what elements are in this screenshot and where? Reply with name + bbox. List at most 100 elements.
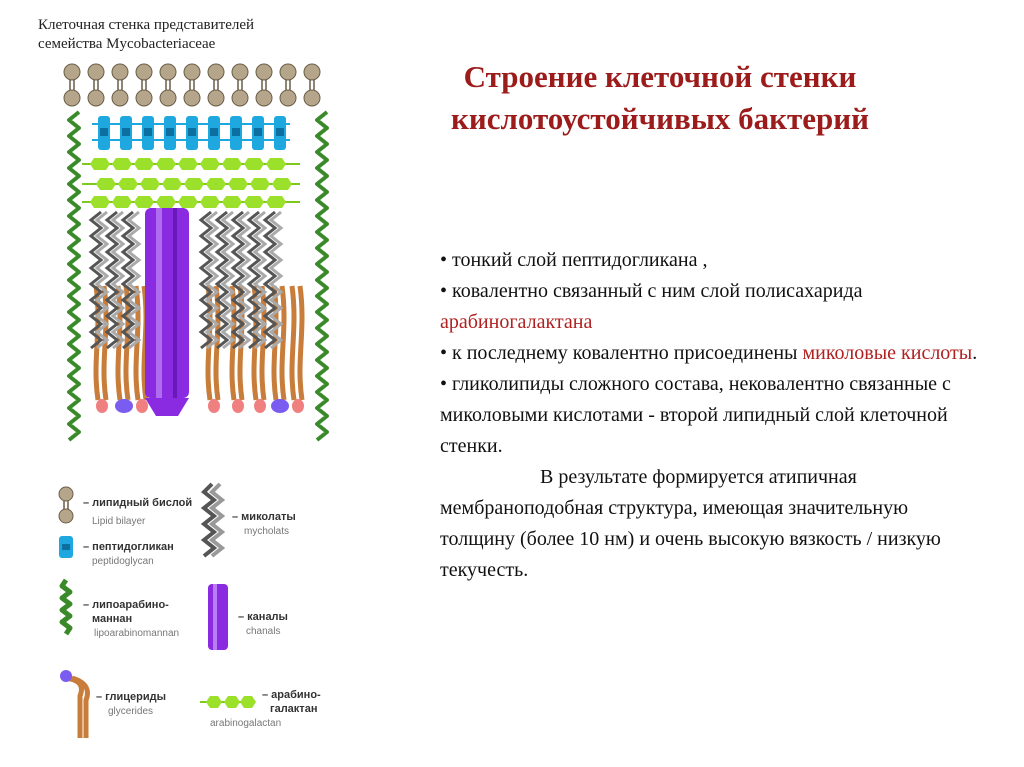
- glyceride-heads: [96, 399, 304, 413]
- mycolate-chain: [236, 210, 252, 350]
- legend-glycerides: – глицериды glycerides: [60, 670, 166, 738]
- legend-channels: – каналы chanals: [208, 584, 288, 650]
- mycolate-chain: [126, 210, 142, 350]
- channel-bottom: [145, 398, 189, 416]
- mycolate-chain: [204, 210, 220, 350]
- legend-pg-label-en: peptidoglycan: [92, 556, 154, 567]
- channel-shadow: [173, 208, 177, 398]
- lipid-head: [87, 63, 105, 81]
- legend-pg-label: – пептидогликан: [83, 541, 174, 553]
- arabinogalactan-unit: [222, 196, 242, 208]
- peptidoglycan-link: [100, 128, 108, 136]
- lipid-head-icon: [58, 486, 74, 502]
- glyceride-head: [208, 399, 220, 413]
- legend-lipoarabinomannan: – липоарабино- маннан lipoarabinomannan: [59, 578, 179, 639]
- lipid-head: [303, 89, 321, 107]
- arabinogalactan-unit: [244, 196, 264, 208]
- legend-myc-label-en: mycholats: [244, 526, 289, 537]
- glyceride-head: [232, 399, 244, 413]
- lipid-head: [279, 89, 297, 107]
- glyceride-tail: [289, 285, 297, 401]
- arabinogalactan-unit: [200, 158, 220, 170]
- bullet-2-text: • ковалентно связанный с ним слой полиса…: [440, 280, 863, 302]
- peptidoglycan-link: [188, 128, 196, 136]
- lipoarabinomannan-chain: [315, 110, 329, 442]
- lipid-head: [135, 63, 153, 81]
- highlight-arabinogalactan: арабиногалактана: [440, 311, 593, 333]
- mycolate-chain: [88, 210, 104, 350]
- arabinogalactan-unit: [134, 196, 154, 208]
- bullet-3: • к последнему ковалентно присоединены м…: [440, 338, 980, 369]
- arabinogalactan-unit: [96, 178, 116, 190]
- result-rest: мембраноподобная структура, имеющая знач…: [440, 497, 941, 581]
- bullet-3-text: • к последнему ковалентно присоединены: [440, 342, 803, 364]
- peptidoglycan-link: [254, 128, 262, 136]
- lipid-head: [63, 89, 81, 107]
- channel-porin: [145, 208, 189, 416]
- glyceride-tail: [297, 285, 305, 401]
- mycolate-chain: [214, 210, 230, 350]
- peptidoglycan-layer: [92, 116, 290, 150]
- glyceride-head: [254, 399, 266, 413]
- lipid-head: [231, 63, 249, 81]
- legend-mycolates: – миколаты mycholats: [200, 482, 296, 558]
- mycolate-chain: [252, 210, 268, 350]
- legend-lipid-label: – липидный бислой: [83, 497, 192, 509]
- mycolate-chain: [110, 210, 126, 350]
- mycolate-chains: [88, 210, 284, 350]
- arabinogalactan-unit: [178, 158, 198, 170]
- arabinogalactan-unit: [272, 178, 292, 190]
- mycolate-chain: [230, 210, 246, 350]
- legend-arab-label-en: arabinogalactan: [210, 718, 281, 729]
- arabinogalactan-unit: [118, 178, 138, 190]
- glyceride-tail: [133, 285, 141, 401]
- lipid-head: [183, 63, 201, 81]
- glyceride-head: [136, 399, 148, 413]
- legend-peptidoglycan: – пептидогликан peptidoglycan: [59, 536, 174, 567]
- cell-wall-diagram: [63, 63, 329, 442]
- arabinogalactan-unit: [90, 158, 110, 170]
- arabinogalactan-unit: [184, 178, 204, 190]
- mycolate-chain: [262, 210, 278, 350]
- lipid-head: [159, 63, 177, 81]
- lipid-head: [255, 63, 273, 81]
- mycolate-chain: [246, 210, 262, 350]
- arabinogalactan-unit: [244, 158, 264, 170]
- arabinogalactan-unit: [162, 178, 182, 190]
- glyceride-head: [292, 399, 304, 413]
- lipid-head: [159, 89, 177, 107]
- glyceride-tail: [213, 285, 221, 401]
- mycolate-chain: [94, 210, 110, 350]
- lipid-head: [231, 89, 249, 107]
- arabinogalactan-unit: [228, 178, 248, 190]
- peptidoglycan-link: [276, 128, 284, 136]
- mycolate-icon: [200, 482, 218, 558]
- slide-title: Строение клеточной стенки кислотоустойчи…: [360, 56, 960, 140]
- lipid-head: [135, 89, 153, 107]
- figure-caption: Клеточная стенка представителей семейств…: [38, 16, 368, 54]
- lipid-head-icon: [58, 508, 74, 524]
- arabinogalactan-unit: [156, 196, 176, 208]
- lipid-head: [63, 63, 81, 81]
- lipid-head: [207, 63, 225, 81]
- glyceride-tail-icon: [65, 675, 84, 738]
- arabinogalactan-unit: [250, 178, 270, 190]
- glyceride-tail: [279, 285, 287, 401]
- arabinogalactan-unit: [178, 196, 198, 208]
- glyceride-head-icon: [60, 670, 72, 682]
- mycolate-chain: [198, 210, 214, 350]
- lipoarabinomannan-icon: [59, 578, 73, 636]
- bullet-4: • гликолипиды сложного состава, нековале…: [440, 373, 951, 457]
- arabinogalactan-layer: [82, 158, 300, 208]
- bullet-3-end: .: [972, 342, 978, 364]
- arabinogalactan-unit: [200, 196, 220, 208]
- lipid-head: [183, 89, 201, 107]
- arabinogalactan-unit: [90, 196, 110, 208]
- result-line-1: В результате формируется атипичная: [540, 466, 857, 488]
- channel-highlight: [156, 208, 162, 398]
- bullet-2: • ковалентно связанный с ним слой полиса…: [440, 276, 980, 338]
- lipid-head: [303, 63, 321, 81]
- legend-chan-label-en: chanals: [246, 626, 280, 637]
- mycolate-chain: [220, 210, 236, 350]
- arabinogalactan-unit: [266, 196, 286, 208]
